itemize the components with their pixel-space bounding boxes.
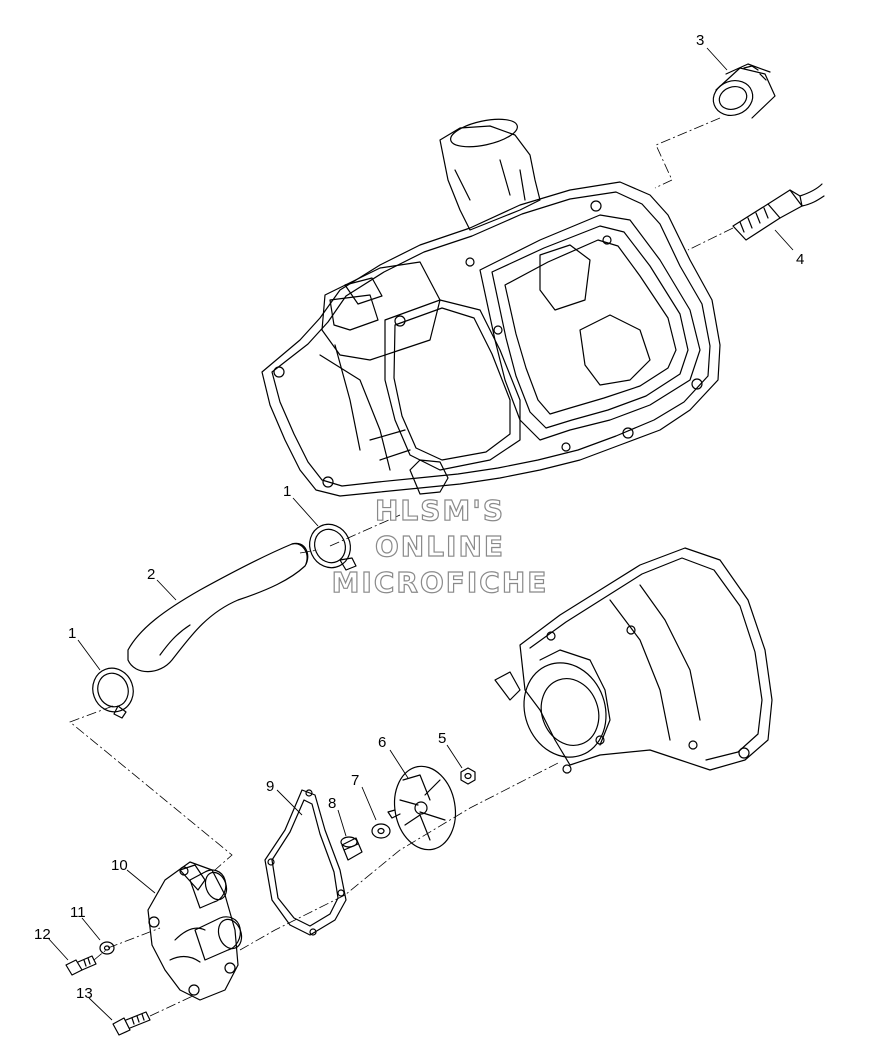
crankcase bbox=[494, 547, 773, 774]
callout-8: 8 bbox=[328, 795, 336, 812]
callout-6: 6 bbox=[378, 734, 386, 751]
watermark-line-2: ONLINE bbox=[374, 529, 506, 563]
bolt-washer bbox=[99, 941, 115, 955]
callout-9: 9 bbox=[266, 778, 274, 795]
hose-clamp-lower bbox=[92, 667, 134, 719]
leader-lines bbox=[47, 47, 794, 1021]
pump-gasket bbox=[264, 789, 347, 936]
washer bbox=[371, 823, 391, 839]
thermostat-cap bbox=[712, 63, 776, 119]
callout-1-lower: 1 bbox=[68, 625, 76, 642]
temperature-sensor bbox=[732, 183, 825, 241]
watermark-line-1: HLSM'S bbox=[374, 493, 506, 527]
callout-3: 3 bbox=[696, 32, 704, 49]
callout-1-upper: 1 bbox=[283, 483, 291, 500]
bolt-long bbox=[112, 1011, 151, 1036]
watermark-line-3: MICROFICHE bbox=[331, 565, 549, 599]
callout-4: 4 bbox=[796, 251, 804, 268]
callout-labels: 3 4 1 2 1 5 6 7 8 9 10 11 12 13 bbox=[34, 32, 804, 1002]
callout-13: 13 bbox=[76, 985, 93, 1002]
water-pump-cover bbox=[147, 861, 243, 1001]
bolt-short bbox=[65, 955, 97, 976]
callout-12: 12 bbox=[34, 926, 51, 943]
impeller bbox=[387, 765, 457, 851]
callout-10: 10 bbox=[111, 857, 128, 874]
callout-7: 7 bbox=[351, 772, 359, 789]
impeller-nut bbox=[460, 767, 476, 785]
coolant-hose bbox=[127, 542, 309, 673]
callout-2: 2 bbox=[147, 566, 155, 583]
cylinder-head bbox=[261, 118, 721, 497]
assembly-lines bbox=[69, 117, 734, 1017]
mechanical-seal bbox=[340, 836, 363, 861]
callout-5: 5 bbox=[438, 730, 446, 747]
callout-11: 11 bbox=[70, 904, 86, 921]
